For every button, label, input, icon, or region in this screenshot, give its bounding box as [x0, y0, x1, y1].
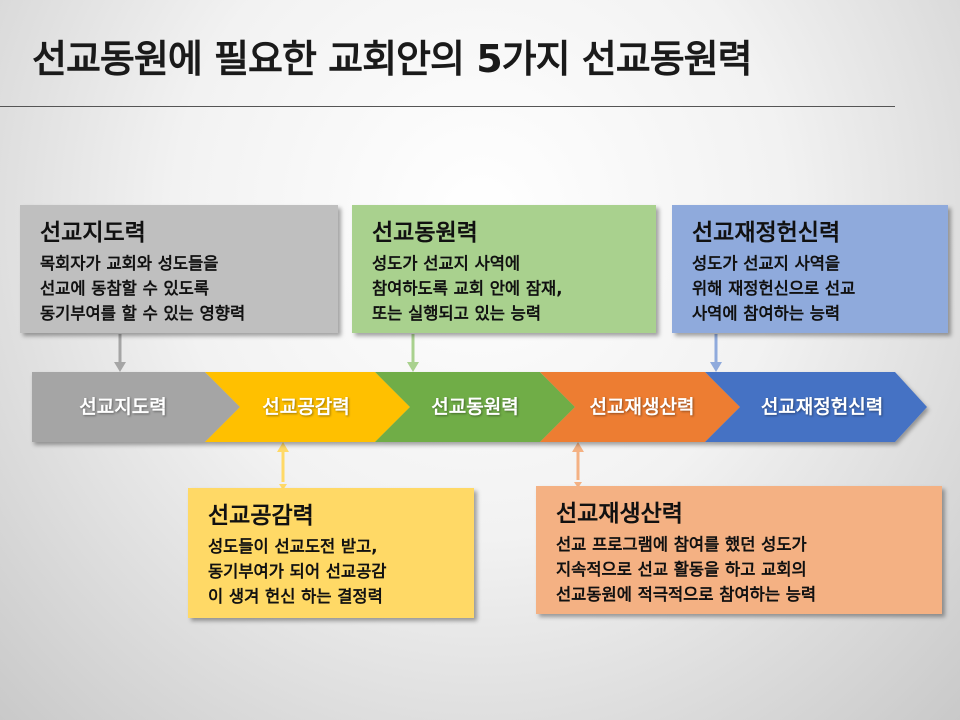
- callout-finance: 선교재정헌신력 성도가 선교지 사역을 위해 재정헌신으로 선교 사역에 참여하…: [672, 205, 948, 333]
- callout-line: 사역에 참여하는 능력: [692, 304, 841, 323]
- arrowhead-icon: [277, 442, 289, 452]
- arrowhead-icon: [114, 362, 126, 372]
- callout-line: 선교동원에 적극적으로 참여하는 능력: [556, 585, 817, 604]
- callout-title: 선교지도력: [40, 220, 146, 246]
- arrowhead-icon: [710, 362, 722, 372]
- callout-title: 선교동원력: [372, 220, 478, 246]
- callout-line: 성도가 선교지 사역을: [692, 254, 841, 273]
- connector-end-icon: [574, 482, 582, 488]
- flow-segment-mobilization: [375, 372, 575, 442]
- slide-title: 선교동원에 필요한 교회안의 5가지 선교동원력: [32, 37, 753, 81]
- flow-label-mobilization: 선교동원력: [431, 396, 519, 418]
- callout-line: 선교 프로그램에 참여를 했던 성도가: [556, 535, 807, 554]
- flow-segment-finance: [705, 372, 927, 442]
- connector-end-icon: [279, 484, 287, 490]
- flow-segment-empathy: [205, 372, 410, 442]
- callout-line: 동기부여가 되어 선교공감: [208, 562, 387, 581]
- arrowhead-icon: [572, 442, 584, 452]
- callout-line: 성도들이 선교도전 받고,: [208, 537, 378, 556]
- flow-label-finance: 선교재정헌신력: [760, 396, 884, 418]
- callout-title: 선교재정헌신력: [692, 220, 841, 246]
- arrowhead-icon: [407, 362, 419, 372]
- callout-line: 참여하도록 교회 안에 잠재,: [372, 279, 563, 298]
- callout-line: 또는 실행되고 있는 능력: [372, 304, 542, 323]
- flow-label-reproduction: 선교재생산력: [589, 396, 695, 418]
- callout-line: 선교에 동참할 수 있도록: [40, 279, 210, 298]
- callout-line: 동기부여를 할 수 있는 영향력: [40, 304, 246, 323]
- callout-empathy: 선교공감력 성도들이 선교도전 받고, 동기부여가 되어 선교공감 이 생겨 헌…: [188, 488, 474, 618]
- flow-segment-leadership: [32, 372, 240, 442]
- flow-segment-reproduction: [540, 372, 740, 442]
- callout-leadership: 선교지도력 목회자가 교회와 성도들을 선교에 동참할 수 있도록 동기부여를 …: [20, 205, 338, 333]
- callout-line: 목회자가 교회와 성도들을: [40, 254, 219, 273]
- callout-mobilization: 선교동원력 성도가 선교지 사역에 참여하도록 교회 안에 잠재, 또는 실행되…: [352, 205, 656, 333]
- callout-line: 지속적으로 선교 활동을 하고 교회의: [556, 560, 807, 579]
- callout-line: 성도가 선교지 사역에: [372, 254, 521, 273]
- flow-label-leadership: 선교지도력: [79, 396, 167, 418]
- callout-line: 이 생겨 헌신 하는 결정력: [208, 587, 383, 606]
- callout-reproduction: 선교재생산력 선교 프로그램에 참여를 했던 성도가 지속적으로 선교 활동을 …: [536, 486, 942, 614]
- flow-label-empathy: 선교공감력: [262, 396, 350, 418]
- callout-title: 선교공감력: [208, 503, 314, 529]
- title-divider: [0, 106, 895, 107]
- callout-line: 위해 재정헌신으로 선교: [692, 279, 856, 298]
- callout-title: 선교재생산력: [556, 501, 683, 527]
